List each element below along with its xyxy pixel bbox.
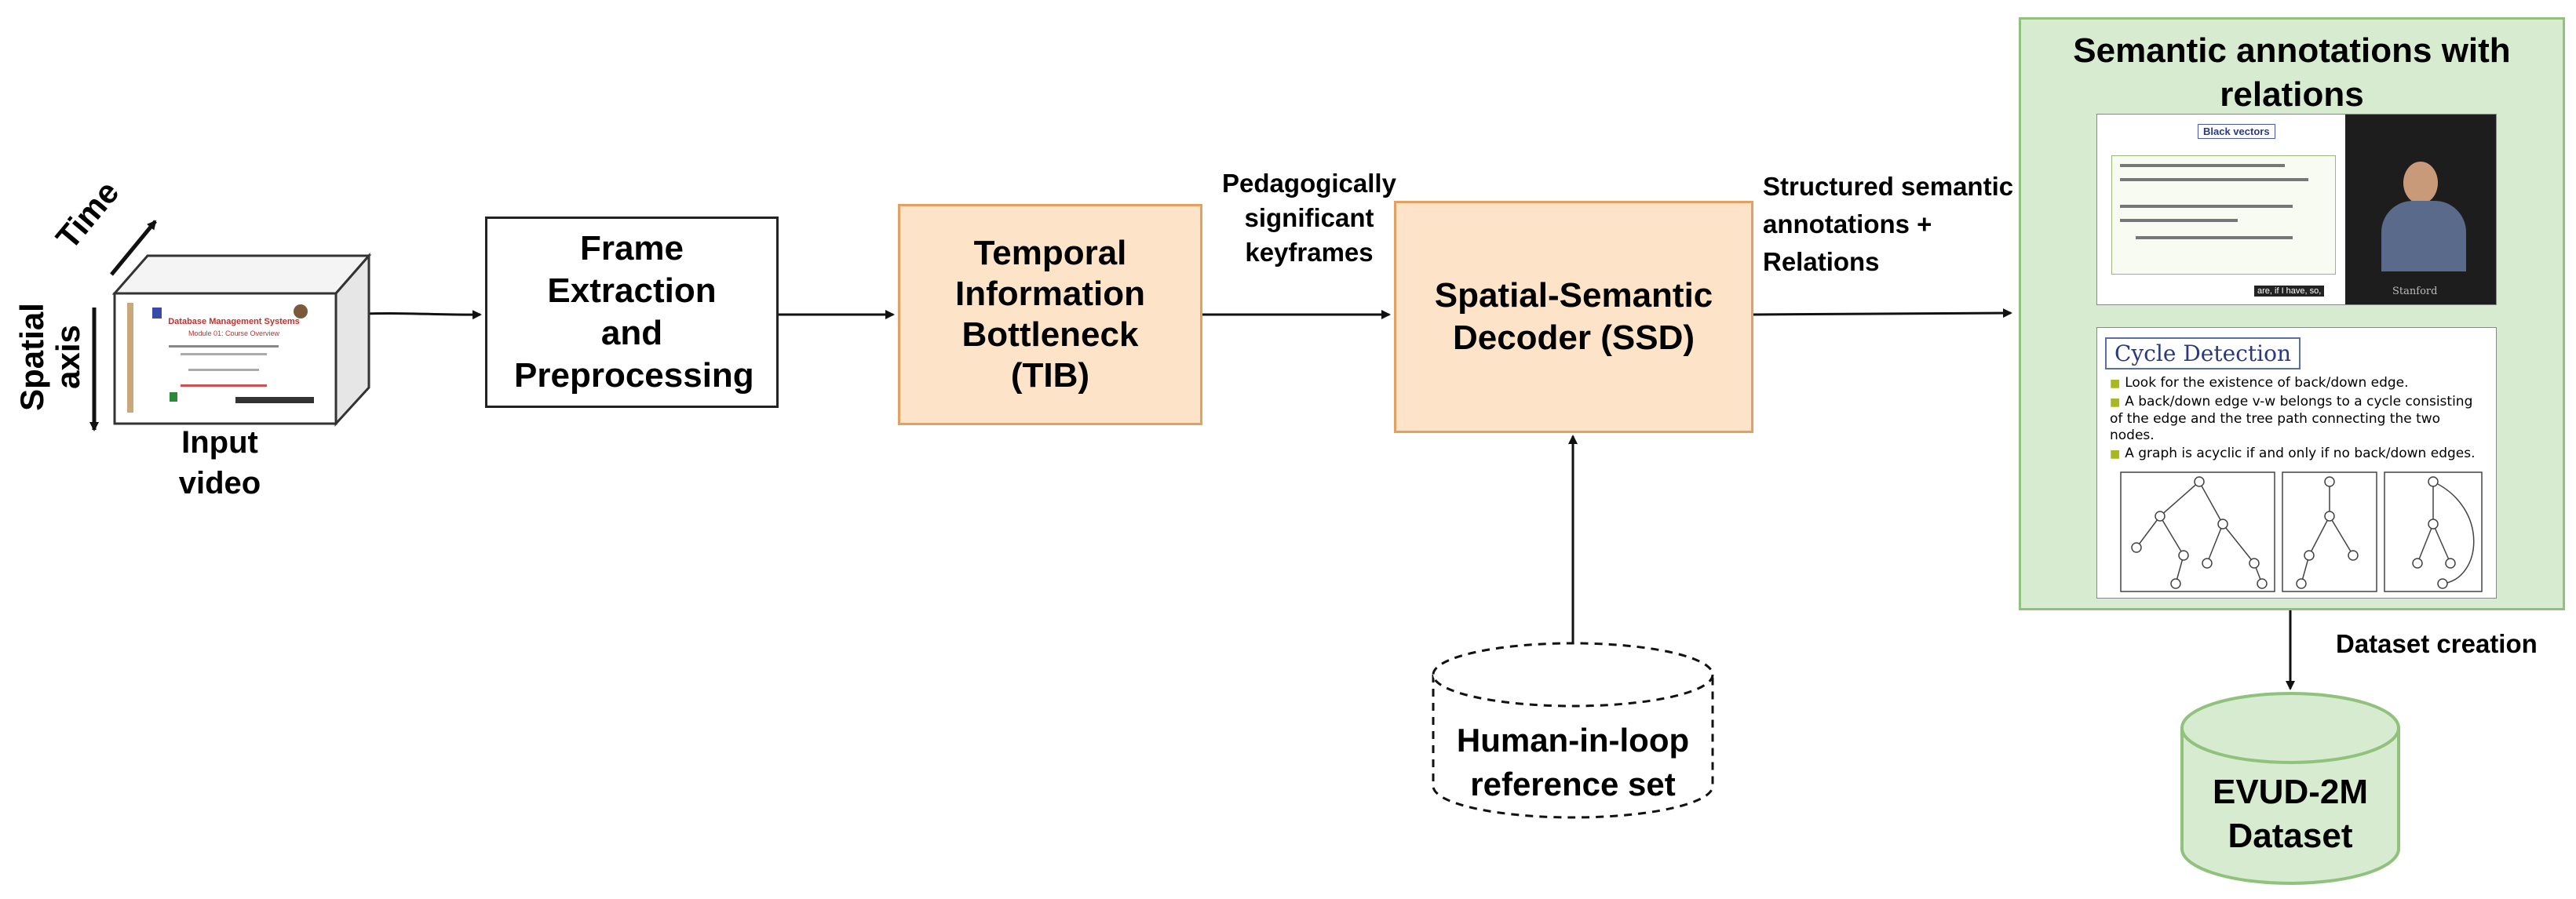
slide2-bullet-text: A back/down edge v-w belongs to a cycle …: [2110, 394, 2473, 443]
slide2-bullet-text: A graph is acyclic if and only if no bac…: [2125, 446, 2476, 461]
keyframes-edge-label: Pedagogically significant keyframes: [1215, 166, 1403, 270]
video-thumb-title: Database Management Systems: [168, 317, 300, 326]
slide2-graph-figures: [2120, 471, 2483, 592]
slide2-bullet-text: Look for the existence of back/down edge…: [2125, 375, 2409, 391]
slide1-heading: Black vectors: [2198, 124, 2275, 139]
bullet-icon: ■: [2110, 377, 2121, 390]
tib-box: Temporal Information Bottleneck (TIB): [898, 204, 1202, 425]
time-axis-arrow: [110, 220, 157, 276]
speaker-body: [2381, 201, 2466, 271]
annotations-edge-text: Structured semantic annotations + Relati…: [1763, 172, 2014, 276]
input-video-text: Input video: [178, 425, 261, 500]
slide-thumbnail-vectors: Black vectors are, if I have, so, Stanfo…: [2096, 114, 2497, 305]
slide2-bullet: ■ Look for the existence of back/down edg…: [2110, 375, 2487, 392]
slide-thumbnail-cycle-detection: Cycle Detection ■ Look for the existence …: [2096, 327, 2497, 599]
spatial-axis-text: Spatial axis: [13, 303, 86, 411]
semantic-annotations-panel: Semantic annotations with relations Blac…: [2019, 17, 2565, 610]
edge-ssd-panel: [1753, 308, 2012, 318]
slide2-title: Cycle Detection: [2105, 337, 2301, 369]
panel-title: Semantic annotations with relations: [2073, 31, 2511, 114]
dataset-edge-label: Dataset creation: [2336, 629, 2538, 658]
speaker-video: Stanford: [2345, 115, 2496, 304]
slide1-textbox: [2111, 155, 2336, 275]
reference-cylinder: [1432, 642, 1714, 819]
annotations-edge-label: Structured semantic annotations + Relati…: [1763, 168, 2014, 281]
input-video-label: Input video: [157, 422, 283, 504]
slide1-caption: are, if I have, so,: [2254, 286, 2325, 297]
dataset-text: EVUD-2M Dataset: [2212, 773, 2369, 855]
video-thumb-subtitle: Module 01: Course Overview: [188, 329, 280, 337]
keyframes-edge-text: Pedagogically significant keyframes: [1222, 169, 1396, 267]
bullet-icon: ■: [2110, 396, 2121, 409]
bullet-icon: ■: [2110, 448, 2121, 460]
speaker-watermark: Stanford: [2392, 286, 2438, 297]
spatial-axis-label: Spatial axis: [13, 298, 86, 416]
frame-extraction-box: Frame Extraction and Preprocessing: [485, 217, 779, 408]
reference-set-text: Human-in-loop reference set: [1456, 722, 1690, 803]
dataset-label: EVUD-2M Dataset: [2190, 770, 2391, 858]
ssd-box: Spatial-Semantic Decoder (SSD): [1394, 201, 1753, 433]
speaker-head: [2403, 162, 2438, 204]
edge-video-frame: [365, 310, 482, 320]
reference-set-label: Human-in-loop reference set: [1441, 719, 1705, 806]
tib-label: Temporal Information Bottleneck (TIB): [955, 234, 1145, 395]
frame-extraction-label: Frame Extraction and Preprocessing: [514, 229, 754, 395]
ssd-label: Spatial-Semantic Decoder (SSD): [1434, 276, 1713, 357]
dataset-cylinder: [2180, 692, 2400, 885]
slide2-bullets: ■ Look for the existence of back/down edg…: [2110, 375, 2487, 464]
input-video-block: [111, 253, 372, 427]
slide2-bullet: ■ A graph is acyclic if and only if no ba…: [2110, 446, 2487, 463]
slide1-content: Black vectors are, if I have, so,: [2097, 115, 2345, 304]
slide2-bullet: ■A back/down edge v-w belongs to a cycle…: [2110, 394, 2487, 444]
